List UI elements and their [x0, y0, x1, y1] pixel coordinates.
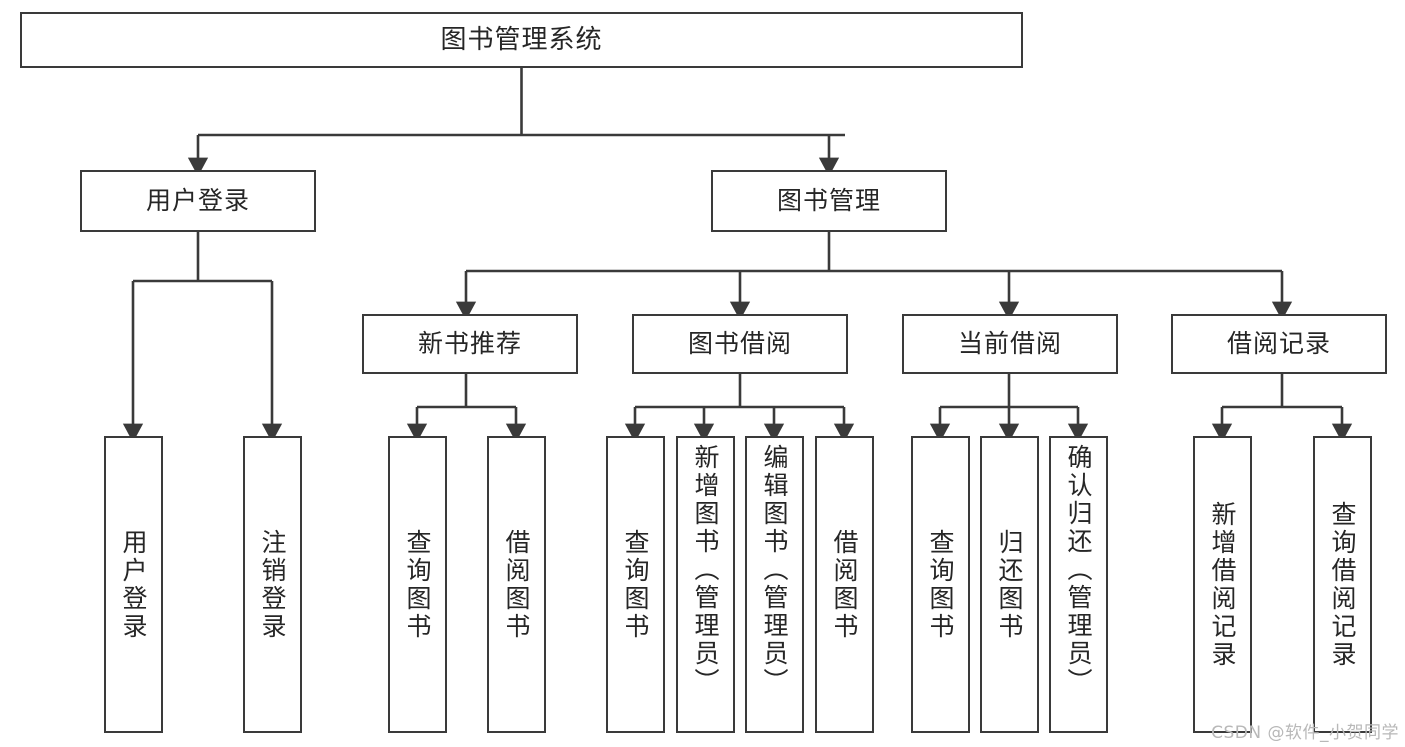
leaf-borrow-record-query[interactable]: 查询借阅记录 [1313, 436, 1372, 733]
leaf-new-book-query[interactable]: 查询图书 [388, 436, 447, 733]
node-label: 用户登录 [145, 186, 250, 216]
leaf-new-book-borrow[interactable]: 借阅图书 [487, 436, 546, 733]
watermark-text: CSDN @软件_小贺同学 [1211, 723, 1399, 743]
node-label: 新增借阅记录 [1208, 500, 1237, 669]
node-borrow-record[interactable]: 借阅记录 [1171, 314, 1387, 374]
node-label: 新书推荐 [417, 329, 522, 359]
leaf-user-login-logout[interactable]: 注销登录 [243, 436, 302, 733]
node-label: 图书管理 [776, 186, 881, 216]
node-label: 查询借阅记录 [1328, 500, 1357, 669]
node-label: 图书借阅 [687, 329, 792, 359]
node-label: 借阅图书 [830, 528, 859, 641]
node-label: 图书管理系统 [440, 24, 603, 55]
leaf-user-login-login[interactable]: 用户登录 [104, 436, 163, 733]
node-book-borrow[interactable]: 图书借阅 [632, 314, 848, 374]
leaf-book-borrow-edit[interactable]: 编辑图书（管理员） [745, 436, 804, 733]
node-label: 借阅记录 [1226, 329, 1331, 359]
node-user-login[interactable]: 用户登录 [80, 170, 316, 232]
node-new-book-recommend[interactable]: 新书推荐 [362, 314, 578, 374]
node-label: 借阅图书 [502, 528, 531, 641]
node-label: 用户登录 [119, 528, 148, 641]
node-root-system[interactable]: 图书管理系统 [20, 12, 1023, 68]
node-label: 归还图书 [995, 528, 1024, 641]
leaf-book-borrow-borrow[interactable]: 借阅图书 [815, 436, 874, 733]
leaf-book-borrow-query[interactable]: 查询图书 [606, 436, 665, 733]
leaf-current-borrow-confirm-return[interactable]: 确认归还（管理员） [1049, 436, 1108, 733]
node-label: 查询图书 [403, 528, 432, 641]
node-label: 编辑图书（管理员） [760, 444, 789, 696]
node-label: 查询图书 [621, 528, 650, 641]
leaf-borrow-record-add[interactable]: 新增借阅记录 [1193, 436, 1252, 733]
node-current-borrow[interactable]: 当前借阅 [902, 314, 1118, 374]
leaf-current-borrow-return[interactable]: 归还图书 [980, 436, 1039, 733]
leaf-current-borrow-query[interactable]: 查询图书 [911, 436, 970, 733]
node-label: 确认归还（管理员） [1064, 444, 1093, 696]
node-book-management[interactable]: 图书管理 [711, 170, 947, 232]
node-label: 查询图书 [926, 528, 955, 641]
node-label: 注销登录 [258, 528, 287, 641]
leaf-book-borrow-add[interactable]: 新增图书（管理员） [676, 436, 735, 733]
node-label: 当前借阅 [957, 329, 1062, 359]
node-label: 新增图书（管理员） [691, 444, 720, 696]
